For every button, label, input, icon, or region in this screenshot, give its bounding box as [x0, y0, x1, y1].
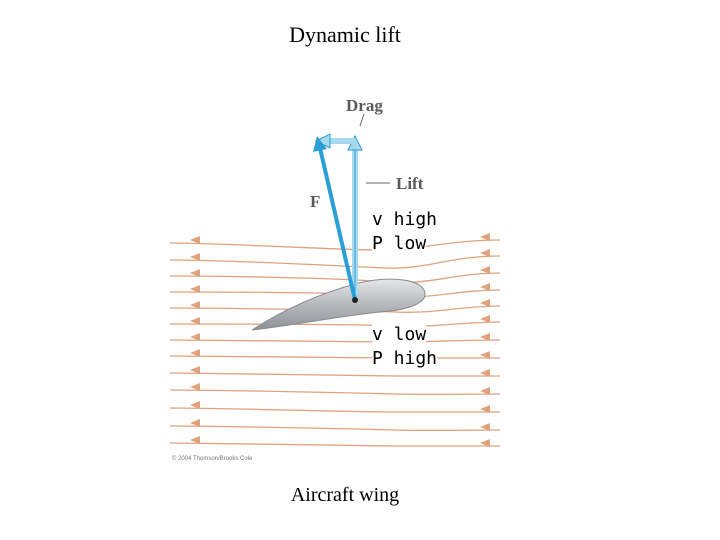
lower-velocity-label: v low [372, 323, 427, 347]
streamline [169, 442, 500, 447]
slide-title: Dynamic lift [289, 22, 401, 47]
figure-caption: Aircraft wing [290, 484, 400, 506]
streamline [169, 321, 501, 328]
drag-leader-line [359, 113, 365, 127]
force-label: F [310, 192, 321, 211]
upper-pressure-label: P low [372, 232, 427, 256]
streamline [169, 425, 501, 432]
lift-label: Lift [396, 174, 424, 193]
airfoil-shape [251, 278, 426, 331]
streamline [169, 339, 501, 343]
pivot-point [352, 297, 358, 303]
streamline [169, 389, 501, 396]
streamlines [169, 239, 501, 447]
lower-pressure-label: P high [372, 347, 438, 371]
copyright-notice: © 2004 Thomson/Brooks Cole [172, 456, 253, 462]
streamline [169, 255, 501, 269]
upper-velocity-label: v high [372, 208, 438, 232]
streamline [169, 407, 500, 413]
force-vector-shaft [318, 147, 357, 301]
streamline [169, 372, 501, 377]
vector-arrows [313, 133, 363, 303]
streamline [169, 272, 501, 284]
airfoil-diagram-svg [169, 113, 501, 447]
force-arrowhead [313, 136, 327, 152]
airfoil-diagram: Drag Lift F v high P low v low P high © … [160, 90, 510, 470]
drag-label: Drag [346, 96, 383, 115]
streamline [169, 355, 500, 359]
streamline [169, 239, 501, 251]
flow-arrows [190, 233, 490, 447]
